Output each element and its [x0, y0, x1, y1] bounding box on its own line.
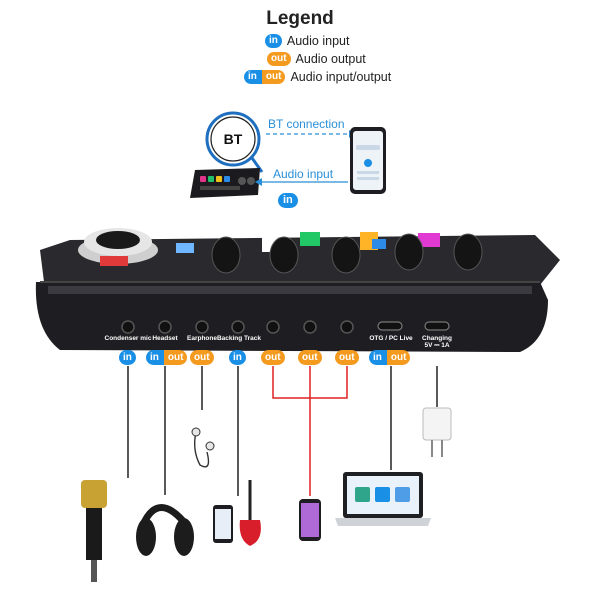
bt-badge: BT: [223, 131, 243, 147]
mini-mixer-icon: [190, 168, 260, 198]
in-tag: in: [265, 34, 282, 48]
condenser-microphone-icon: [81, 480, 107, 582]
laptop-icon: [335, 472, 431, 526]
in-tag: in: [244, 70, 262, 84]
legend-label: Audio output: [295, 52, 366, 66]
in-tag: in: [369, 350, 387, 365]
out-tag: out: [190, 350, 214, 365]
out-tag: out: [335, 350, 359, 365]
phone-icon: [350, 127, 386, 194]
bt-connection-label: BT connection: [268, 117, 345, 131]
phone-output-links: [272, 366, 348, 496]
mixer-device: [35, 228, 560, 352]
headset-icon: [136, 504, 194, 556]
out-tag: out: [261, 70, 286, 84]
port-tag-out-2: out: [298, 350, 322, 365]
usb-charger-icon: [422, 407, 452, 457]
earphones-icon: [191, 427, 215, 468]
port-tag-out-3: out: [335, 350, 359, 365]
in-tag: in: [229, 350, 246, 365]
legend-item-output: out Audio output: [267, 52, 366, 66]
port-label-headset: Headset: [152, 335, 178, 342]
phone-and-guitar-icon: [213, 480, 261, 546]
arrow-head-icon: [255, 178, 262, 186]
bt-magnifier: [205, 111, 264, 173]
out-tag: out: [386, 350, 411, 365]
legend-label: Audio input/output: [290, 70, 392, 84]
port-label-otg: OTG / PC Live: [369, 335, 413, 342]
out-tag: out: [261, 350, 285, 365]
port-tag-out-1: out: [261, 350, 285, 365]
port-label-backing-track: Backing Track: [216, 335, 262, 342]
port-tag-backing-track: in: [229, 350, 246, 365]
out-tag: out: [163, 350, 188, 365]
in-tag: in: [119, 350, 136, 365]
port-label-charging: Changing 5V ⎓ 1A: [422, 335, 452, 349]
legend-title: Legend: [266, 8, 334, 29]
out-tag: out: [267, 52, 291, 66]
phone-icon: [299, 499, 321, 541]
port-label-condenser-mic: Condenser mic: [104, 335, 152, 342]
port-tag-earphone: out: [190, 350, 214, 365]
legend-item-input: in Audio input: [265, 34, 349, 48]
port-cables: [127, 366, 438, 496]
in-tag: in: [146, 350, 164, 365]
bt-in-tag: in: [278, 193, 298, 208]
out-tag: out: [298, 350, 322, 365]
legend-label: Audio input: [286, 34, 350, 48]
audio-input-label: Audio input: [273, 167, 334, 181]
port-label-earphone: Earphone: [187, 335, 217, 342]
port-tag-condenser-mic: in: [119, 350, 136, 365]
